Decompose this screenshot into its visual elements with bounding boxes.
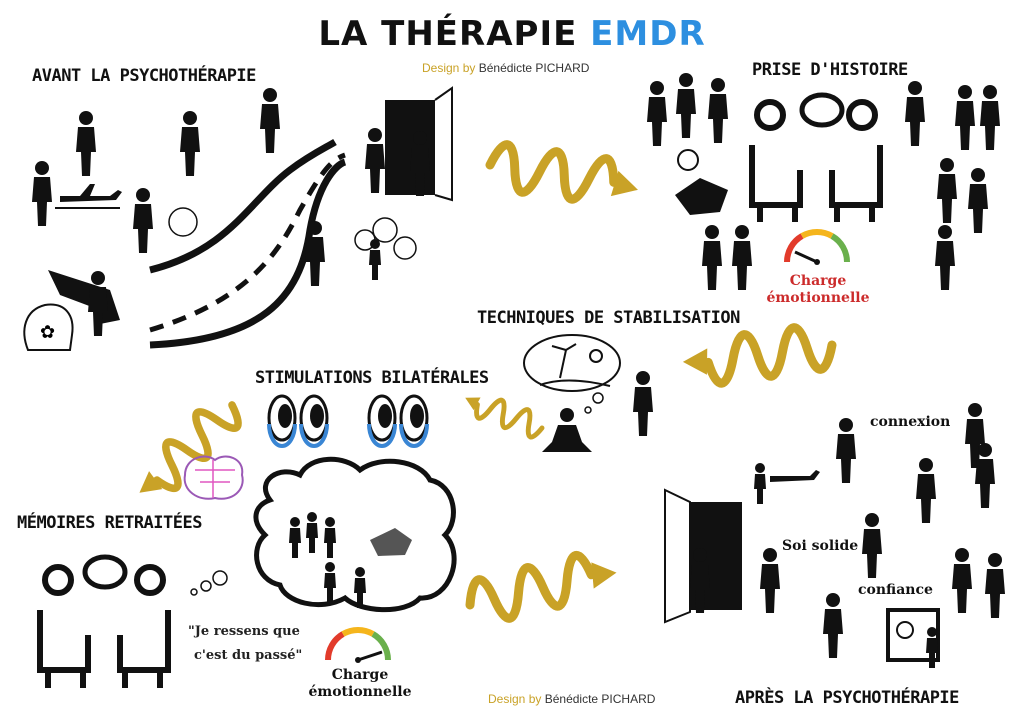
credit-name: Bénédicte PICHARD <box>544 692 656 706</box>
person-icon <box>676 73 696 138</box>
eyes-icon <box>267 394 429 448</box>
person-icon <box>647 81 667 146</box>
mirror-icon <box>886 608 940 668</box>
credit-bottom: Design by Bénédicte PICHARD <box>488 692 655 706</box>
person-icon <box>732 225 752 290</box>
door-icon <box>664 488 780 624</box>
title-accent: EMDR <box>590 14 706 54</box>
airplane-icon <box>55 184 122 209</box>
person-icon <box>823 593 843 658</box>
person-icon <box>76 111 96 176</box>
arrow-2 <box>682 323 835 388</box>
burden-person-icon <box>48 270 120 336</box>
road-icon <box>149 138 347 349</box>
label-confiance: confiance <box>858 582 933 598</box>
person-icon <box>952 548 972 613</box>
person-icon <box>133 188 153 253</box>
person-icon <box>905 81 925 146</box>
person-icon <box>708 78 728 143</box>
meditation-icon <box>542 408 592 452</box>
therapy-chairs-icon <box>37 564 171 688</box>
strong-person-icon <box>862 513 882 578</box>
credit-by: Design by <box>422 61 476 75</box>
door-icon <box>365 86 453 202</box>
person-icon <box>985 553 1005 618</box>
arrow-5 <box>465 547 617 627</box>
person-icon <box>836 418 856 483</box>
credit-by: Design by <box>488 692 542 706</box>
quote-line1: "Je ressens que <box>188 624 300 639</box>
gauge-icon <box>324 627 392 663</box>
cloud-memory-icon <box>190 456 457 613</box>
quote-line2: c'est du passé" <box>194 648 303 663</box>
svg-text:✿: ✿ <box>40 322 55 343</box>
airplane-icon <box>754 463 820 504</box>
beach-thought-icon <box>523 334 621 414</box>
speech-bubble-icon <box>799 92 845 128</box>
arrow-4 <box>139 391 245 508</box>
person-icon <box>180 111 200 176</box>
label-soi-solide: Soi solide <box>782 538 859 554</box>
section-bilateral: STIMULATIONS BILATÉRALES <box>255 368 489 388</box>
person-icon <box>935 225 955 290</box>
person-icon <box>965 403 985 468</box>
label-connexion: connexion <box>870 414 951 430</box>
car-crash-icon <box>675 149 728 215</box>
sad-face-icon <box>168 207 198 237</box>
person-icon <box>980 85 1000 150</box>
section-before: AVANT LA PSYCHOTHÉRAPIE <box>32 66 256 86</box>
person-icon <box>937 158 957 223</box>
section-stabilization: TECHNIQUES DE STABILISATION <box>477 308 740 328</box>
stressed-person-icon <box>633 371 653 436</box>
charge-line2: émotionnelle <box>766 290 870 306</box>
person-icon <box>32 161 52 226</box>
section-reprocessed: MÉMOIRES RETRAITÉES <box>17 513 202 533</box>
arrow-3 <box>465 388 546 439</box>
title-main: LA THÉRAPIE <box>318 14 591 54</box>
person-icon <box>955 85 975 150</box>
gauge-icon <box>783 229 851 265</box>
charge-line1: Charge <box>789 273 847 289</box>
person-icon <box>260 88 280 153</box>
arrow-1 <box>487 143 638 208</box>
brain-icon <box>183 455 244 500</box>
page-title: LA THÉRAPIE EMDR <box>0 14 1024 54</box>
falling-person-icon <box>702 225 722 290</box>
person-icon <box>968 168 988 233</box>
charge-line2: émotionnelle <box>308 684 412 700</box>
head-cannabis-icon: ✿ <box>23 303 74 351</box>
section-history: PRISE D'HISTOIRE <box>752 60 908 80</box>
family-icon <box>916 458 936 523</box>
thought-cloud-icon <box>354 217 417 280</box>
therapy-chairs-icon <box>749 99 883 222</box>
speech-bubble-icon <box>82 554 128 590</box>
credit-name: Bénédicte PICHARD <box>478 61 590 75</box>
section-after: APRÈS LA PSYCHOTHÉRAPIE <box>735 688 959 708</box>
charge-line1: Charge <box>331 667 389 683</box>
credit-top: Design by Bénédicte PICHARD <box>422 61 589 75</box>
patient-quote: "Je ressens que c'est du passé" <box>188 620 302 668</box>
